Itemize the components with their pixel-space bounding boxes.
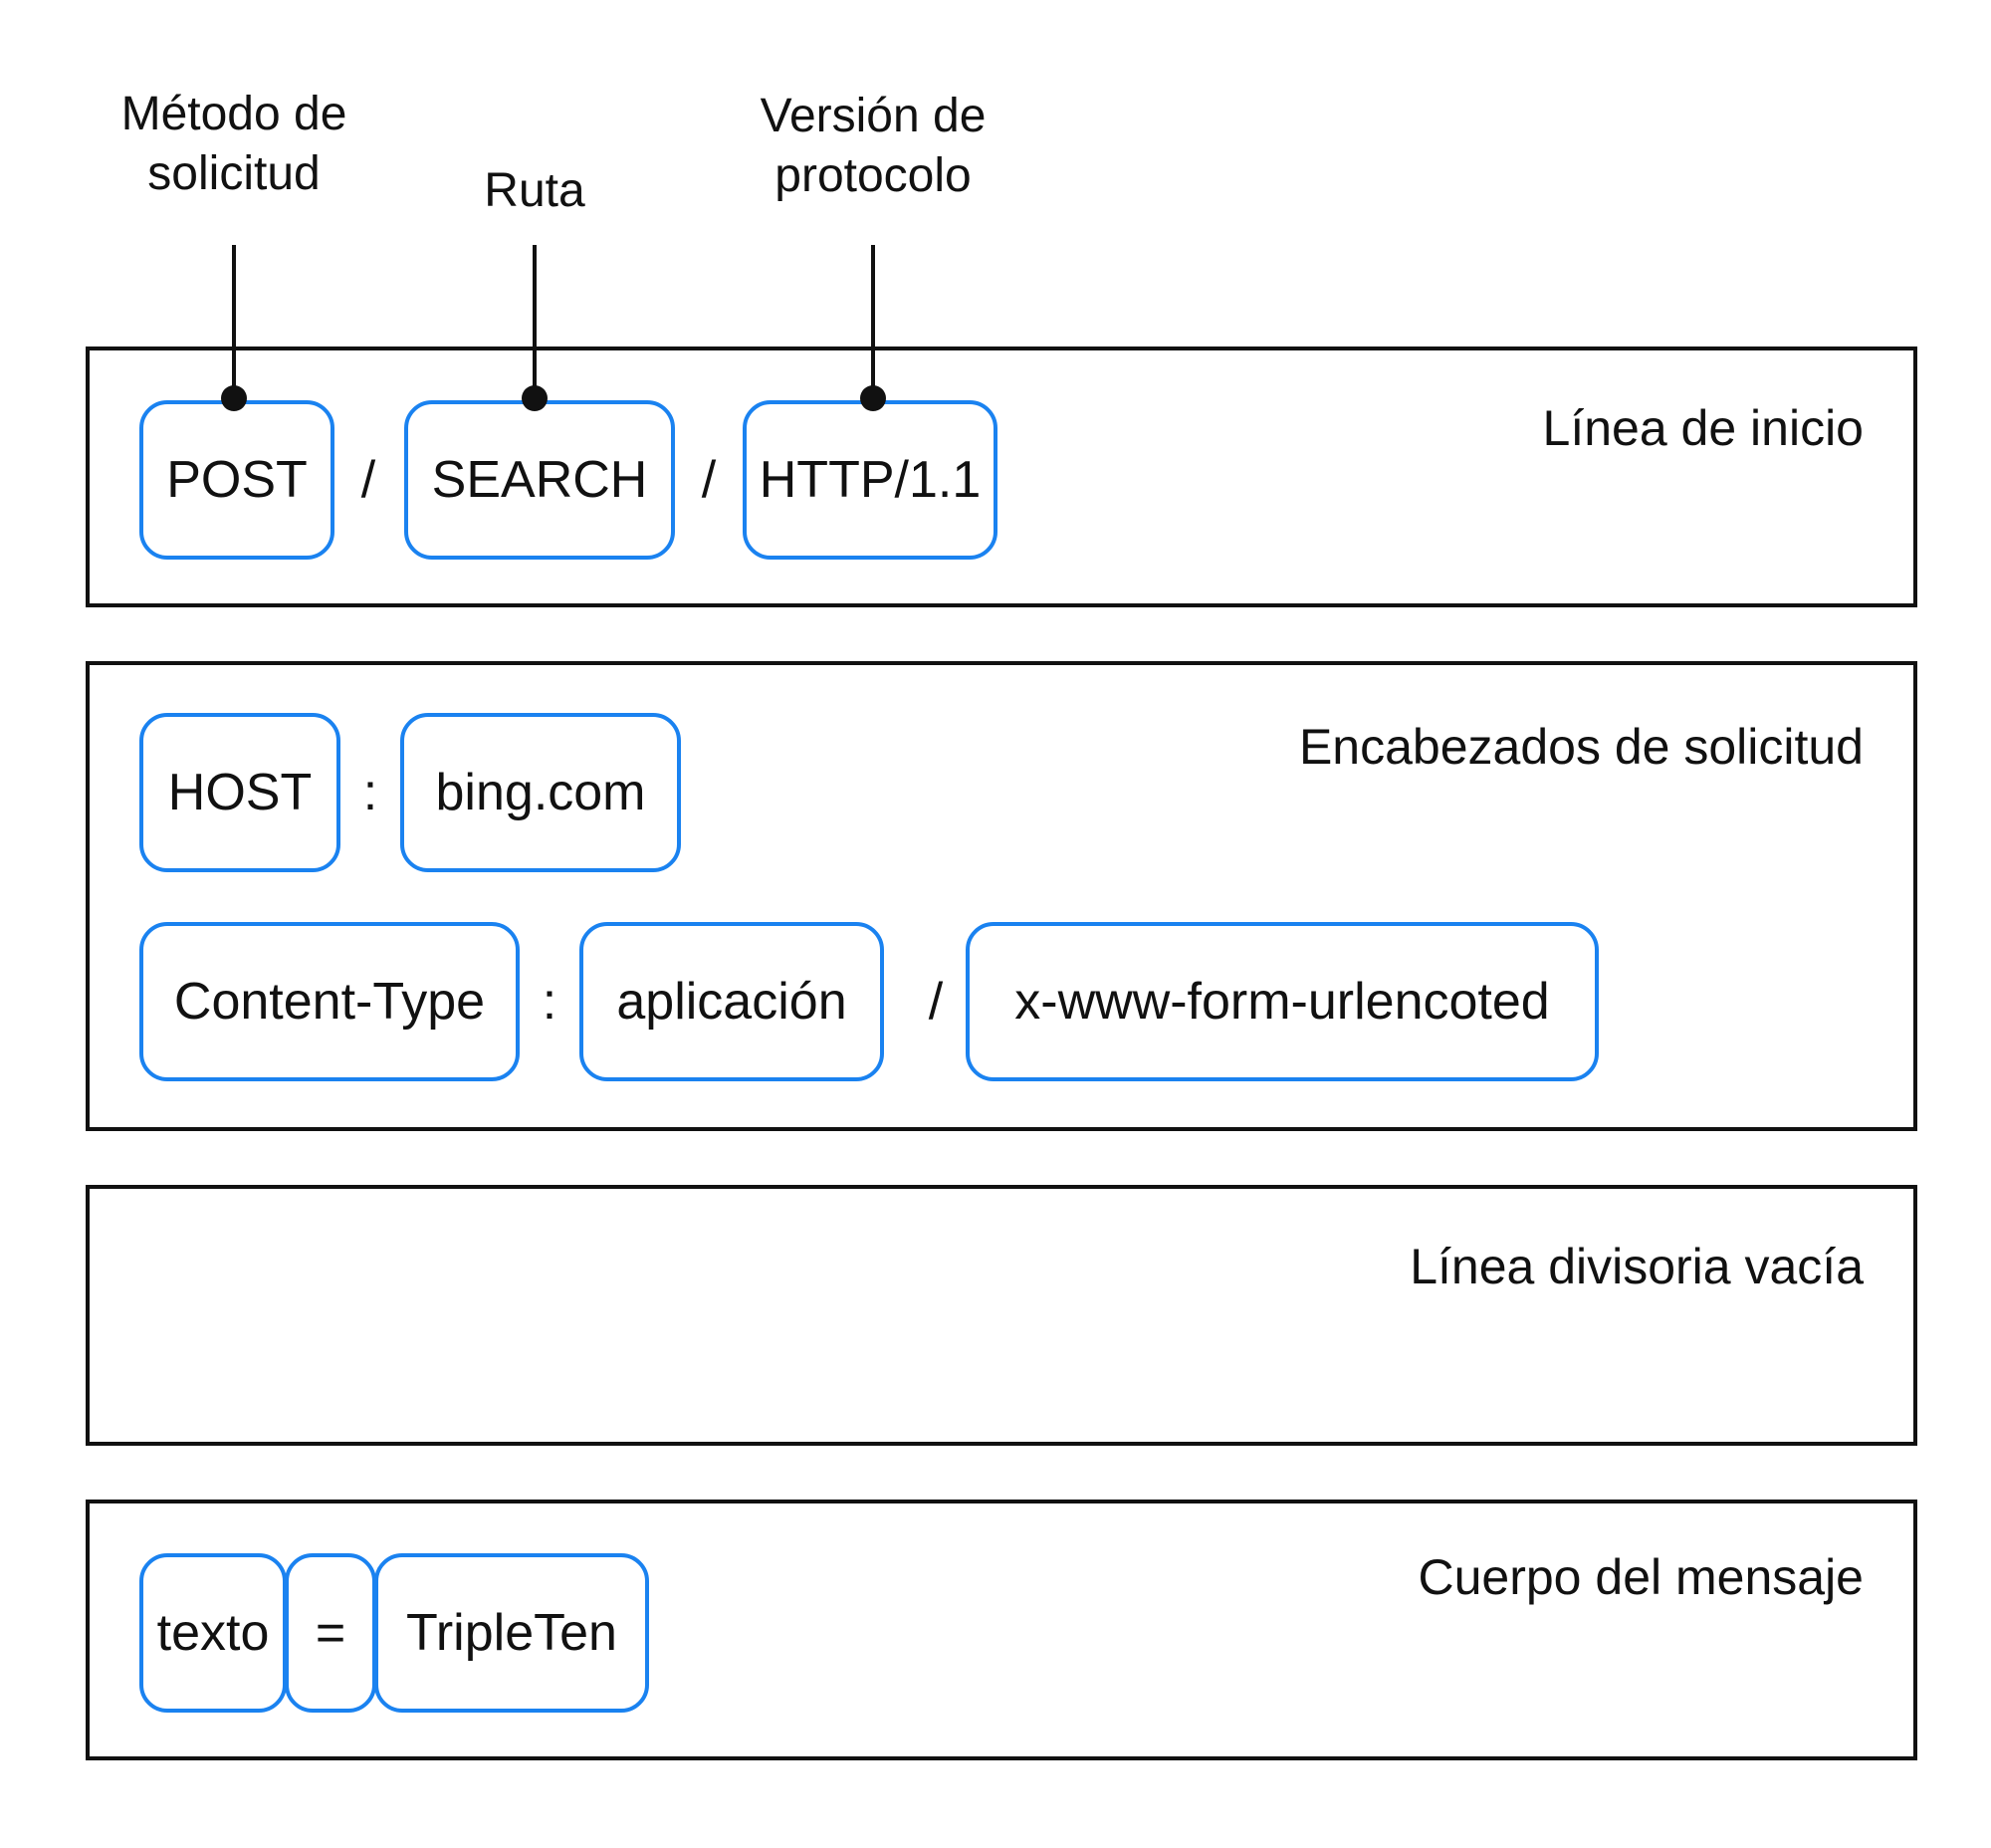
token-header-name: HOST: [139, 713, 340, 872]
separator: /: [928, 973, 944, 1031]
callout-request-method: Método de solicitud: [121, 85, 347, 204]
callout-line: solicitud: [147, 147, 321, 200]
leader-line: [232, 245, 236, 398]
token-body-key: texto: [139, 1553, 287, 1713]
leader-line: [533, 245, 537, 398]
connector-dot: [221, 385, 247, 411]
section-title: Línea de inicio: [1542, 400, 1864, 456]
token-body-equals: =: [285, 1553, 376, 1713]
callout-protocol-version: Versión de protocolo: [761, 87, 987, 206]
callout-line: Método de: [120, 88, 347, 140]
callout-line: Versión de: [760, 90, 987, 142]
callout-line: protocolo: [774, 149, 972, 202]
token-version: HTTP/1.1: [743, 400, 997, 560]
token-header-value: x-www-form-urlencoted: [966, 922, 1599, 1081]
section-title: Línea divisoria vacía: [1410, 1239, 1864, 1294]
separator: :: [362, 764, 378, 821]
token-header-name: Content-Type: [139, 922, 520, 1081]
section-title: Cuerpo del mensaje: [1418, 1549, 1865, 1605]
separator: :: [542, 973, 557, 1031]
section-empty-line: Línea divisoria vacía: [86, 1185, 1917, 1446]
callout-line: Ruta: [484, 164, 585, 217]
token-method: POST: [139, 400, 334, 560]
token-body-value: TripleTen: [374, 1553, 649, 1713]
section-request-headers: Encabezados de solicitud HOST : bing.com…: [86, 661, 1917, 1131]
section-start-line: Línea de inicio POST / SEARCH / HTTP/1.1: [86, 346, 1917, 607]
connector-dot: [860, 385, 886, 411]
separator: /: [360, 451, 376, 509]
callout-path: Ruta: [484, 161, 584, 221]
section-message-body: Cuerpo del mensaje texto = TripleTen: [86, 1500, 1917, 1760]
section-title: Encabezados de solicitud: [1298, 719, 1864, 775]
token-header-value: bing.com: [400, 713, 681, 872]
token-header-value: aplicación: [579, 922, 884, 1081]
connector-dot: [522, 385, 548, 411]
separator: /: [701, 451, 717, 509]
leader-line: [871, 245, 875, 398]
token-path: SEARCH: [404, 400, 675, 560]
